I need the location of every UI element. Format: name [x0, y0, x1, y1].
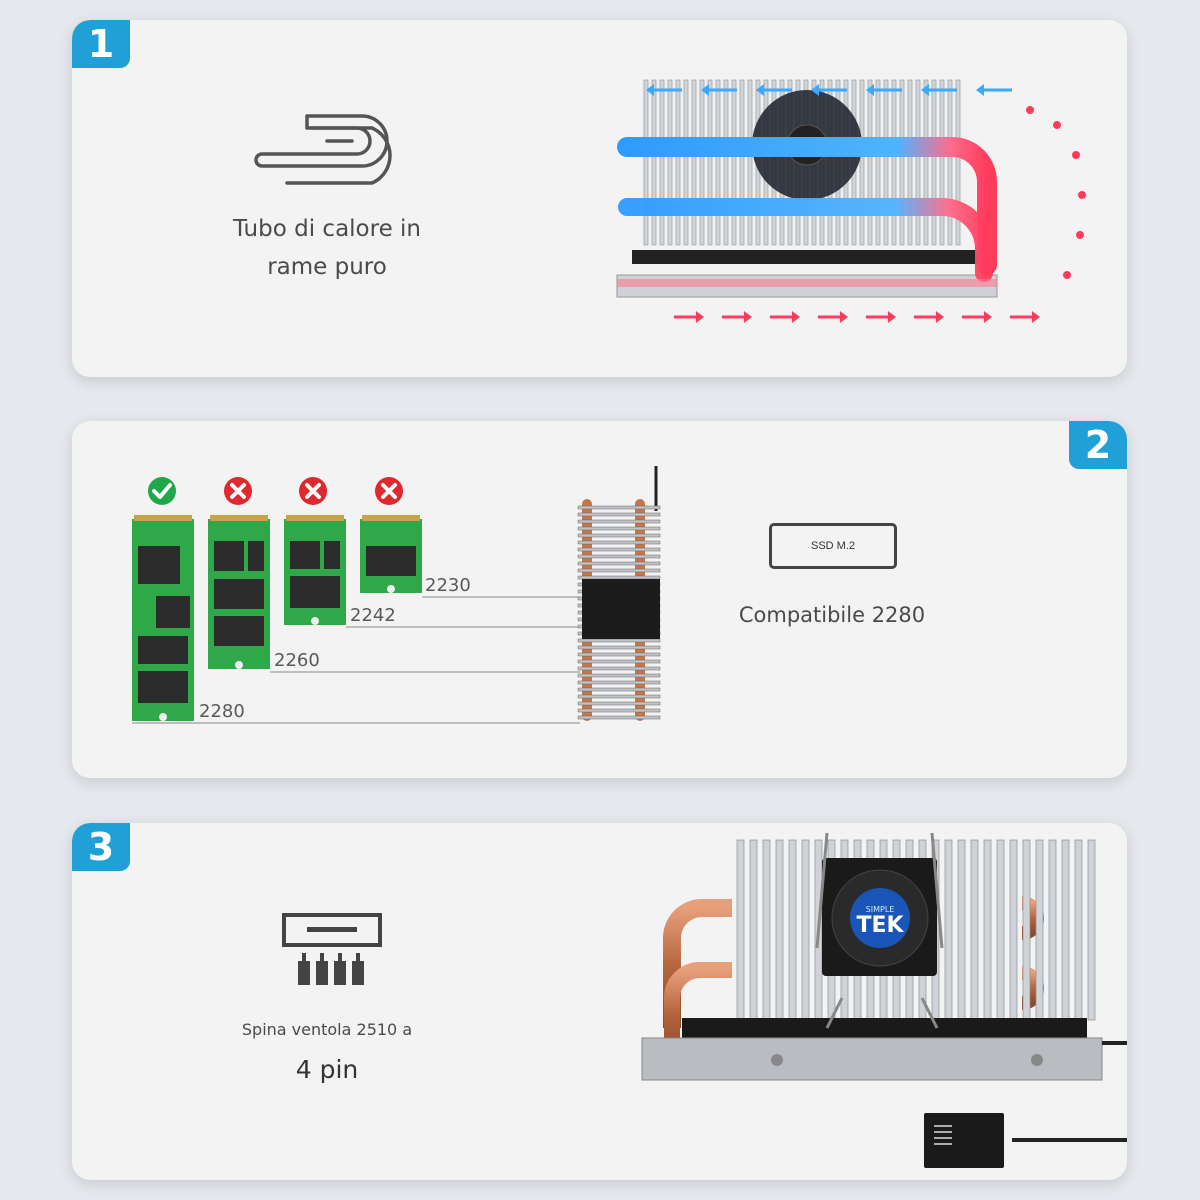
heatpipe-icon	[254, 114, 392, 185]
step-badge-1: 1	[72, 20, 130, 68]
arrow-up-icon	[1026, 106, 1034, 114]
heatsink-side-view	[577, 466, 661, 721]
arrow-left-icon	[921, 84, 957, 96]
airflow-illustration	[616, 79, 1086, 323]
hot-airflow-arrows	[674, 106, 1086, 323]
size-label-2260: 2260	[274, 650, 320, 671]
ssd-m2-icon: SSD M.2	[769, 523, 897, 569]
ssd-2260	[208, 519, 270, 669]
ssd-size-diagram	[132, 466, 661, 724]
arrow-up-icon	[1053, 121, 1061, 129]
heatpipe-caption: Tubo di calore in rame puro	[222, 210, 432, 286]
arrow-right-icon	[674, 311, 704, 323]
arrow-right-icon	[722, 311, 752, 323]
heatsink-product-photo: SIMPLE TEK	[641, 832, 1127, 1168]
arrow-right-icon	[866, 311, 896, 323]
arrow-up-icon	[1076, 231, 1084, 239]
cross-icon	[299, 477, 327, 505]
fan-plug-caption-line1: Spina ventola 2510 a	[241, 1020, 413, 1039]
step-badge-2: 2	[1069, 421, 1127, 469]
ssd-m2-label: SSD M.2	[810, 540, 855, 552]
heatpipe-caption-line1: Tubo di calore in	[233, 216, 421, 242]
compatibility-card: 2	[72, 421, 1127, 778]
fan-plug-caption-line2: 4 pin	[295, 1055, 359, 1084]
arrow-left-icon	[646, 84, 682, 96]
arrow-left-icon	[976, 84, 1012, 96]
brand-logo: TEK	[856, 913, 904, 938]
arrow-right-icon	[962, 311, 992, 323]
4pin-connector-icon	[282, 913, 382, 985]
size-label-2280: 2280	[199, 701, 245, 722]
ssd-2280	[132, 519, 194, 721]
ssd-2230	[360, 519, 422, 593]
fan-connector-card: 3 Spina ventola 2510 a 4 pin	[72, 823, 1127, 1180]
arrow-left-icon	[811, 84, 847, 96]
arrow-up-icon	[1063, 271, 1071, 279]
step-badge-3: 3	[72, 823, 130, 871]
arrow-up-icon	[1078, 191, 1086, 199]
compatibility-caption: Compatibile 2280	[738, 603, 926, 627]
arrow-left-icon	[701, 84, 737, 96]
cross-icon	[375, 477, 403, 505]
heatpipe-lower	[618, 198, 993, 282]
arrow-left-icon	[866, 84, 902, 96]
base-plate	[641, 1037, 1103, 1081]
thermal-pad	[632, 250, 987, 264]
brand-logo-small: SIMPLE	[866, 905, 895, 914]
size-label-2242: 2242	[350, 605, 396, 626]
cool-airflow-arrows	[646, 84, 1012, 96]
heatpipe-card: 1 Tubo di calore in rame puro	[72, 20, 1127, 377]
size-label-2230: 2230	[425, 575, 471, 596]
arrow-right-icon	[914, 311, 944, 323]
heatpipe-upper	[617, 137, 997, 275]
arrow-right-icon	[1010, 311, 1040, 323]
arrow-right-icon	[770, 311, 800, 323]
cross-icon	[224, 477, 252, 505]
arrow-left-icon	[756, 84, 792, 96]
heatpipe-caption-line2: rame puro	[267, 254, 387, 280]
ssd-2242	[284, 519, 346, 625]
fan-plug	[924, 1113, 1004, 1168]
arrow-up-icon	[1072, 151, 1080, 159]
arrow-right-icon	[818, 311, 848, 323]
check-icon	[148, 477, 176, 505]
status-icons	[148, 477, 403, 505]
